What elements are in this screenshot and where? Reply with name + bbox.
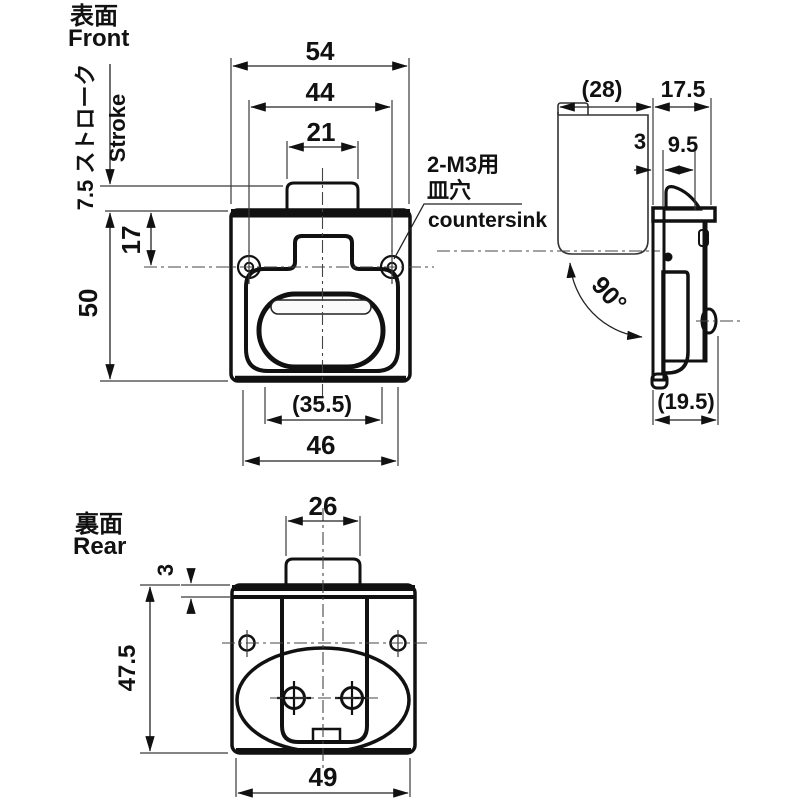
dim-rear-height: 47.5 bbox=[114, 584, 228, 754]
dim-side-depths: (28) 17.5 bbox=[559, 76, 712, 205]
rear-title-en: Rear bbox=[73, 533, 126, 560]
countersink-note-line3: countersink bbox=[428, 209, 547, 232]
dim-49-label: 49 bbox=[309, 762, 338, 792]
dim-3-side-label: 3 bbox=[634, 129, 646, 154]
dim-50-label: 50 bbox=[73, 289, 103, 318]
dim-rear-edge-offset: 3 bbox=[153, 564, 230, 614]
stroke-note-jp: 7.5 ストローク bbox=[73, 64, 98, 211]
front-title-jp: 表面 bbox=[70, 3, 118, 30]
dim-9-5-label: 9.5 bbox=[668, 132, 699, 157]
dim-26-label: 26 bbox=[309, 491, 338, 521]
dim-35-5-label: (35.5) bbox=[292, 391, 352, 417]
rear-title-jp: 裏面 bbox=[74, 510, 123, 538]
side-pivot-pin bbox=[663, 252, 673, 262]
countersink-leader-line bbox=[393, 203, 522, 260]
dim-rear-button-width: 26 bbox=[285, 491, 361, 556]
dim-17-label: 17 bbox=[116, 226, 146, 255]
countersink-note-line1: 2-M3用 bbox=[427, 152, 499, 177]
dim-front-overall-width: 54 bbox=[230, 36, 410, 204]
dim-rear-width: 49 bbox=[235, 758, 411, 798]
side-handle-profile bbox=[661, 270, 690, 375]
dim-19-5-label: (19.5) bbox=[657, 389, 714, 414]
front-recess bbox=[244, 234, 400, 373]
dim-front-hole-offset: 17 bbox=[116, 212, 156, 266]
dim-3-rear-label: 3 bbox=[153, 564, 178, 576]
dim-side-overall-depth: (19.5) bbox=[652, 336, 719, 425]
dim-17-5-label: 17.5 bbox=[661, 76, 706, 102]
dim-44-label: 44 bbox=[306, 77, 335, 107]
front-button-tab bbox=[285, 181, 360, 213]
dim-47-5-label: 47.5 bbox=[114, 645, 141, 692]
rear-view: 裏面 Rear bbox=[73, 491, 427, 798]
dim-28-label: (28) bbox=[582, 76, 623, 102]
front-view: 表面 Front 54 bbox=[68, 3, 547, 466]
front-handle-highlight bbox=[270, 299, 372, 315]
dim-54-label: 54 bbox=[306, 36, 335, 66]
front-handle bbox=[256, 291, 386, 370]
dim-side-plate-and-case: 3 9.5 bbox=[634, 129, 698, 210]
side-plate-foot bbox=[650, 372, 669, 390]
front-plate-top-edge bbox=[231, 209, 410, 218]
side-view: 90° (28) 17.5 3 9.5 bbox=[437, 76, 740, 425]
rear-button-tab bbox=[284, 557, 362, 590]
dim-46-label: 46 bbox=[307, 430, 336, 460]
dim-front-button-width: 21 bbox=[286, 117, 359, 179]
side-open-handle-phantom bbox=[557, 112, 649, 255]
countersink-note: 2-M3用 皿穴 countersink bbox=[393, 152, 547, 260]
rear-bottom-notch bbox=[311, 727, 342, 744]
front-title-en: Front bbox=[68, 25, 129, 52]
swing-arc bbox=[566, 262, 643, 341]
stroke-note-en: Stroke bbox=[105, 94, 130, 162]
dim-front-hole-pitch: 44 bbox=[248, 77, 393, 252]
countersink-note-line2: 皿穴 bbox=[427, 178, 471, 203]
side-catch-slot bbox=[698, 229, 709, 247]
dim-front-base-width: 46 bbox=[242, 387, 399, 466]
dim-front-height-and-stroke: 7.5 ストローク Stroke 50 bbox=[73, 64, 283, 382]
dim-front-handle-width: (35.5) bbox=[264, 387, 383, 425]
dim-21-label: 21 bbox=[307, 117, 336, 147]
